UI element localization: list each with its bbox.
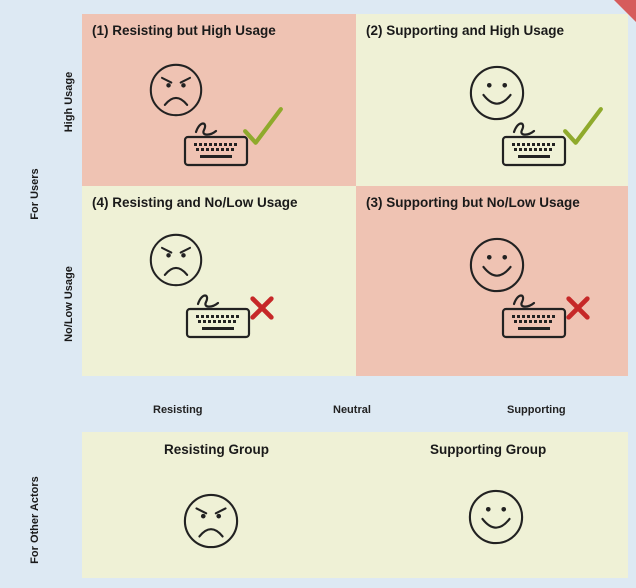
quadrant-supporting-high-usage: (2) Supporting and High Usage (356, 14, 628, 186)
cross-icon (248, 294, 276, 322)
smiley-face-icon (467, 488, 525, 546)
cross-icon (564, 294, 592, 322)
quadrant-supporting-low-usage: (3) Supporting but No/Low Usage (356, 186, 628, 376)
quadrant-resisting-low-usage: (4) Resisting and No/Low Usage (82, 186, 356, 376)
quadrant-title: (2) Supporting and High Usage (366, 23, 564, 38)
keyboard-icon (500, 290, 570, 340)
for-users-label: For Users (29, 168, 41, 220)
quadrant-resisting-high-usage: (1) Resisting but High Usage (82, 14, 356, 186)
supporting-group-label: Supporting Group (430, 442, 547, 457)
quadrant-title: (3) Supporting but No/Low Usage (366, 195, 580, 210)
angry-face-icon (148, 232, 204, 288)
other-actors-panel: Resisting Group Supporting Group (82, 432, 628, 578)
resisting-group-label: Resisting Group (164, 442, 270, 457)
smiley-face-icon (468, 236, 526, 294)
quadrant-title: (4) Resisting and No/Low Usage (92, 195, 298, 210)
smiley-face-icon (468, 64, 526, 122)
checkmark-icon (562, 106, 604, 148)
quadrant-title: (1) Resisting but High Usage (92, 23, 276, 38)
angry-face-icon (182, 492, 240, 550)
axis-resisting-label: Resisting (153, 404, 203, 416)
keyboard-icon (500, 118, 570, 168)
angry-face-icon (148, 62, 204, 118)
high-usage-label: High Usage (63, 71, 75, 133)
checkmark-icon (242, 106, 284, 148)
for-other-actors-label: For Other Actors (29, 476, 41, 564)
low-usage-label: No/Low Usage (63, 266, 75, 342)
axis-supporting-label: Supporting (507, 404, 566, 416)
keyboard-icon (184, 290, 254, 340)
axis-neutral-label: Neutral (333, 404, 371, 416)
